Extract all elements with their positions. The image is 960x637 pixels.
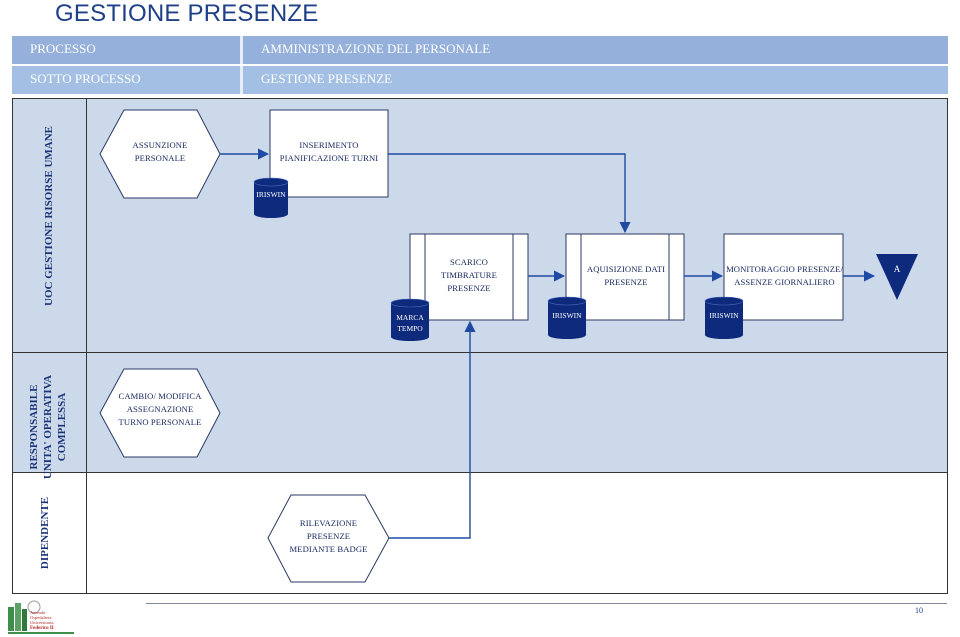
monitoraggio-presenze-label: MONITORAGGIO PRESENZE/ ASSENZE GIORNALIE… bbox=[724, 263, 845, 289]
header-divider bbox=[240, 66, 243, 94]
db-label-iriswin: IRISWIN bbox=[709, 311, 739, 320]
logo-text: Federico II bbox=[30, 626, 54, 631]
lane-label-column bbox=[12, 98, 87, 594]
monitoraggio-presenze-node bbox=[723, 233, 844, 321]
node-text-line: ASSENZE GIORNALIERO bbox=[734, 277, 835, 287]
header-subprocess-label: SOTTO PROCESSO bbox=[30, 71, 141, 86]
footer-divider bbox=[146, 603, 947, 604]
database-iriswin-acquisizione bbox=[547, 296, 587, 339]
node-text-line: CAMBIO/ MODIFICA bbox=[118, 391, 202, 401]
offpage-connector-a bbox=[876, 254, 918, 300]
db-label-iriswin: IRISWIN bbox=[256, 190, 286, 199]
db-label-marca-tempo: MARCA TEMPO bbox=[389, 312, 431, 334]
logo-text: Azienda bbox=[30, 610, 45, 615]
lane-dipendente bbox=[12, 473, 948, 594]
logo-text: Universitaria bbox=[30, 620, 54, 625]
database-iriswin-monitoraggio bbox=[704, 296, 744, 339]
rilevazione-presenze-label: RILEVAZIONE PRESENZE MEDIANTE BADGE bbox=[268, 517, 389, 556]
page-title: GESTIONE PRESENZE bbox=[55, 0, 319, 27]
db-label-iriswin: IRISWIN bbox=[552, 311, 582, 320]
header-process-label: PROCESSO bbox=[30, 41, 96, 56]
node-text-line: PRESENZE bbox=[447, 283, 491, 293]
node-text-line: SCARICO bbox=[450, 257, 488, 267]
inserimento-pianificazione-node bbox=[269, 109, 389, 198]
logo-text: Ospedaliera bbox=[30, 615, 52, 620]
node-text-line: MEDIANTE BADGE bbox=[289, 544, 368, 554]
node-text-line: INSERIMENTO bbox=[299, 140, 359, 150]
header-process-value: AMMINISTRAZIONE DEL PERSONALE bbox=[261, 41, 491, 56]
db-text-line: MARCA bbox=[396, 313, 424, 322]
page-number: 10 bbox=[915, 606, 923, 615]
node-text-line: TIMBRATURE bbox=[441, 270, 497, 280]
lane-bottom-border bbox=[12, 593, 948, 594]
node-text-line: RILEVAZIONE bbox=[299, 518, 358, 528]
node-text-line: MONITORAGGIO PRESENZE/ bbox=[726, 264, 843, 274]
inserimento-pianificazione-label: INSERIMENTO PIANIFICAZIONE TURNI bbox=[270, 139, 388, 165]
scarico-timbrature-label: SCARICO TIMBRATURE PRESENZE bbox=[425, 256, 513, 295]
assunzione-personale-label: ASSUNZIONE PERSONALE bbox=[100, 139, 220, 165]
header-process-row: PROCESSO AMMINISTRAZIONE DEL PERSONALE bbox=[12, 36, 948, 64]
arrow-inserimento-to-acquisizione bbox=[388, 153, 631, 234]
database-marca-tempo bbox=[390, 298, 430, 341]
header-subprocess-row: SOTTO PROCESSO GESTIONE PRESENZE bbox=[12, 66, 948, 94]
node-text-line: PIANIFICAZIONE TURNI bbox=[279, 153, 379, 163]
node-text-line: TURNO PERSONALE bbox=[118, 417, 202, 427]
connector-label: A bbox=[893, 264, 901, 274]
header-subprocess-value: GESTIONE PRESENZE bbox=[261, 71, 393, 86]
node-text-line: ASSUNZIONE bbox=[132, 140, 188, 150]
acquisizione-dati-node bbox=[565, 233, 685, 321]
hospital-logo: Azienda Ospedaliera Universitaria Federi… bbox=[8, 600, 74, 634]
database-iriswin-inserimento bbox=[253, 177, 289, 218]
rilevazione-presenze-node bbox=[267, 494, 390, 583]
cambio-modifica-label: CAMBIO/ MODIFICA ASSEGNAZIONE TURNO PERS… bbox=[100, 390, 220, 429]
acquisizione-dati-label: AQUISIZIONE DATI PRESENZE bbox=[576, 263, 676, 289]
node-text-line: PERSONALE bbox=[134, 153, 186, 163]
cambio-modifica-node bbox=[99, 368, 221, 458]
header-divider bbox=[240, 36, 243, 64]
scarico-timbrature-node bbox=[409, 233, 529, 321]
node-text-line: AQUISIZIONE DATI bbox=[586, 264, 666, 274]
db-text-line: TEMPO bbox=[397, 324, 423, 333]
node-text-line: ASSEGNAZIONE bbox=[126, 404, 194, 414]
assunzione-personale-node bbox=[99, 109, 221, 199]
arrow-rilevazione-to-scarico bbox=[389, 320, 476, 539]
node-text-line: PRESENZE bbox=[306, 531, 351, 541]
node-text-line: PRESENZE bbox=[604, 277, 648, 287]
lane-right-border bbox=[947, 98, 948, 594]
